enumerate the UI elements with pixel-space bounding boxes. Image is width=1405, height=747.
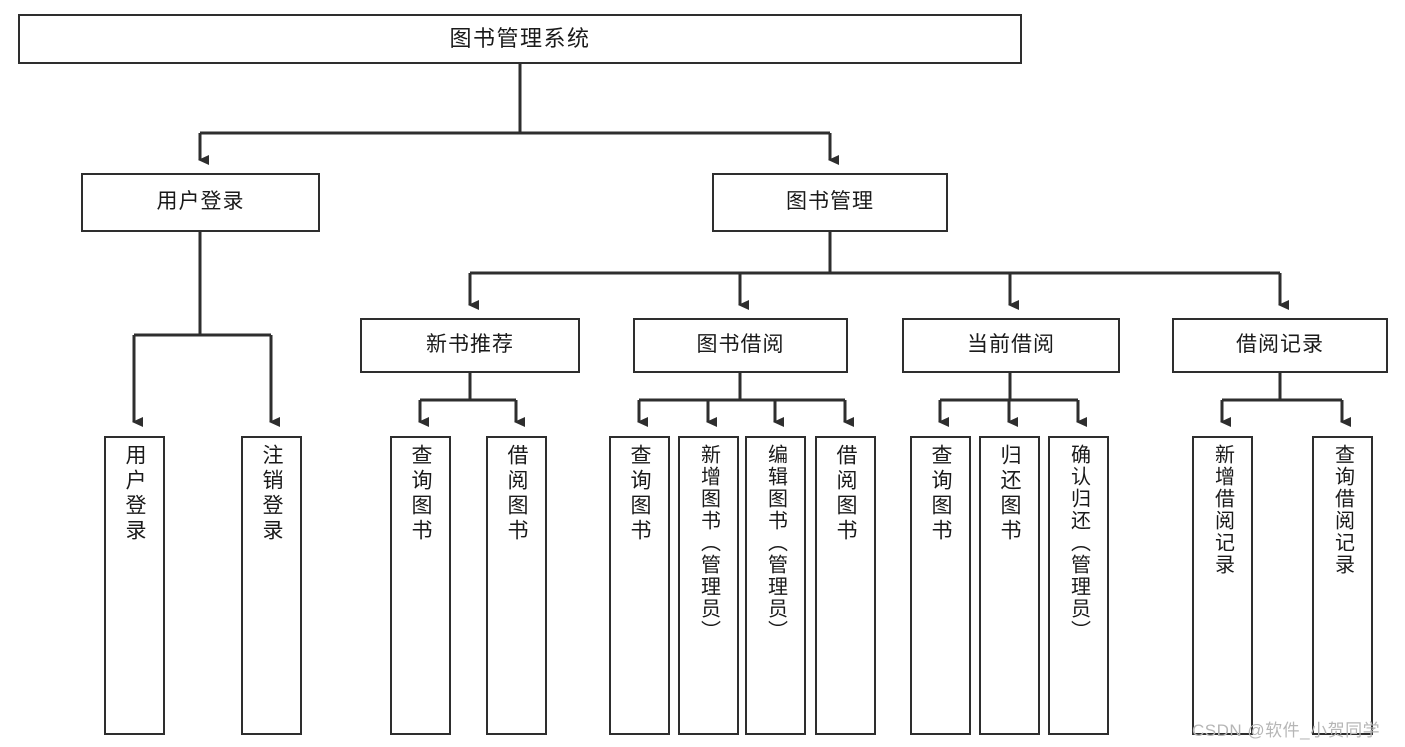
node-book-management[interactable]: 图书管理: [712, 173, 948, 232]
node-label: 查询图书: [628, 444, 651, 544]
node-leaf-user-login[interactable]: 用户登录: [104, 436, 165, 735]
node-label: 注销登录: [260, 444, 283, 544]
node-label: 图书管理: [786, 190, 874, 214]
node-leaf-query-book-recommend[interactable]: 查询图书: [390, 436, 451, 735]
node-leaf-return-book[interactable]: 归还图书: [979, 436, 1040, 735]
node-label: 新增借阅记录: [1211, 444, 1234, 576]
node-label: 确认归还（管理员）: [1067, 444, 1090, 642]
node-leaf-borrow-book[interactable]: 借阅图书: [815, 436, 876, 735]
node-label: 新书推荐: [426, 333, 514, 357]
node-book-borrow[interactable]: 图书借阅: [633, 318, 848, 373]
node-label: 图书管理系统: [449, 26, 591, 52]
node-new-book-recommend[interactable]: 新书推荐: [360, 318, 580, 373]
node-borrow-record[interactable]: 借阅记录: [1172, 318, 1388, 373]
node-leaf-borrow-book-recommend[interactable]: 借阅图书: [486, 436, 547, 735]
node-label: 借阅图书: [505, 444, 528, 544]
node-label: 编辑图书（管理员）: [764, 444, 787, 642]
node-leaf-logout[interactable]: 注销登录: [241, 436, 302, 735]
node-label: 用户登录: [156, 190, 245, 214]
node-leaf-confirm-return-admin[interactable]: 确认归还（管理员）: [1048, 436, 1109, 735]
node-leaf-add-book-admin[interactable]: 新增图书（管理员）: [678, 436, 739, 735]
node-leaf-query-book-borrow[interactable]: 查询图书: [609, 436, 670, 735]
csdn-watermark: CSDN @软件_小贺同学: [1192, 721, 1381, 740]
node-root-book-management-system[interactable]: 图书管理系统: [18, 14, 1022, 64]
node-current-borrow[interactable]: 当前借阅: [902, 318, 1120, 373]
node-leaf-add-borrow-record[interactable]: 新增借阅记录: [1192, 436, 1253, 735]
node-label: 用户登录: [123, 444, 146, 544]
node-label: 借阅图书: [834, 444, 857, 544]
node-user-login[interactable]: 用户登录: [81, 173, 320, 232]
node-label: 图书借阅: [696, 333, 785, 357]
node-label: 当前借阅: [967, 333, 1055, 357]
node-leaf-query-book-current[interactable]: 查询图书: [910, 436, 971, 735]
node-label: 借阅记录: [1236, 333, 1324, 357]
node-label: 查询图书: [409, 444, 432, 544]
node-label: 归还图书: [998, 444, 1021, 544]
node-label: 查询图书: [929, 444, 952, 544]
node-leaf-query-borrow-record[interactable]: 查询借阅记录: [1312, 436, 1373, 735]
node-label: 新增图书（管理员）: [697, 444, 720, 642]
node-label: 查询借阅记录: [1331, 444, 1354, 576]
node-leaf-edit-book-admin[interactable]: 编辑图书（管理员）: [745, 436, 806, 735]
